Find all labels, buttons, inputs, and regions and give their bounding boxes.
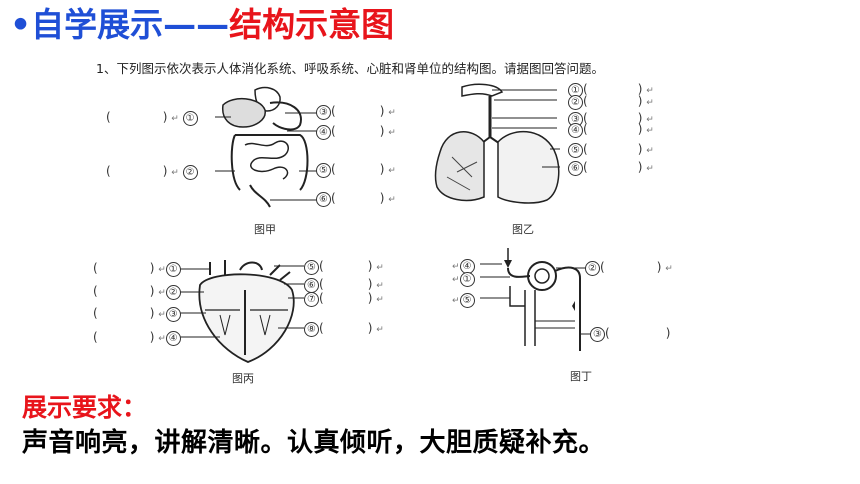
jia-label-2: () ↵ ② [106, 164, 198, 180]
yi-label-4: ④() ↵ [568, 122, 654, 138]
yi-label-6: ⑥() ↵ [568, 160, 654, 176]
jia-label-3: ③() ↵ [316, 104, 396, 120]
requirement-text: 声音响亮，讲解清晰。认真倾听，大胆质疑补充。 [22, 428, 606, 458]
slide-title: •自学展示——结构示意图 [10, 2, 394, 48]
bing-label-3: () ↵③ [93, 306, 181, 322]
bing-label-6: ⑥() ↵ [304, 277, 384, 293]
jia-marker-3: ③ [316, 105, 331, 120]
jia-caption: 图甲 [254, 223, 276, 236]
requirement-heading: 展示要求： [22, 393, 148, 422]
yi-label-1: ①() ↵ [568, 82, 654, 98]
jia-marker-2: ② [182, 165, 198, 180]
ding-label-3: ③() [590, 326, 670, 342]
ding-label-2: ②() ↵ [585, 260, 673, 276]
bing-label-2: () ↵② [93, 284, 181, 300]
jia-label-4: ④() ↵ [316, 124, 396, 140]
bing-caption: 图丙 [232, 372, 254, 385]
yi-label-2: ②() ↵ [568, 94, 654, 110]
bing-label-4: () ↵④ [93, 330, 181, 346]
bing-label-5: ⑤() ↵ [304, 259, 384, 275]
bing-label-7: ⑦() ↵ [304, 291, 384, 307]
jia-label-6: ⑥() ↵ [316, 191, 396, 207]
title-blue-part: 自学展示—— [31, 5, 230, 44]
nephron-diagram [480, 248, 592, 351]
title-red-part: 结构示意图 [229, 5, 395, 44]
bing-label-1: () ↵① [93, 261, 181, 277]
ding-label-1: ↵① [452, 271, 475, 287]
title-bullet: • [10, 5, 32, 44]
heart-diagram [176, 260, 304, 363]
yi-caption: 图乙 [512, 223, 534, 236]
ding-label-5: ↵⑤ [452, 292, 475, 308]
jia-label-1: () ↵ ① [106, 110, 198, 126]
jia-marker-4: ④ [316, 125, 331, 140]
question-text: 1、下列图示依次表示人体消化系统、呼吸系统、心脏和肾单位的结构图。请据图回答问题… [96, 61, 604, 76]
ding-caption: 图丁 [570, 370, 592, 383]
digestive-system-diagram [215, 86, 318, 208]
respiratory-system-diagram [434, 83, 560, 204]
yi-label-5: ⑤() ↵ [568, 142, 654, 158]
jia-label-5: ⑤() ↵ [316, 162, 396, 178]
bing-label-8: ⑧() ↵ [304, 321, 384, 337]
jia-marker-6: ⑥ [316, 192, 331, 207]
jia-marker-1: ① [182, 111, 198, 126]
jia-marker-5: ⑤ [316, 163, 331, 178]
